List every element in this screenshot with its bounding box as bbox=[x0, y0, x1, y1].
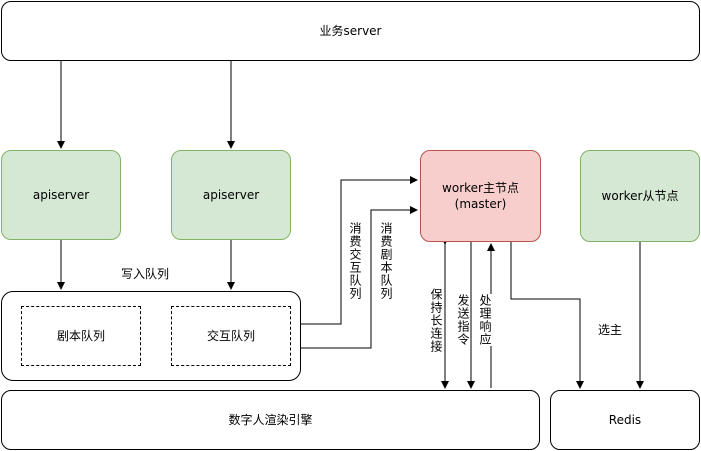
elect-master-label: 选主 bbox=[598, 322, 623, 338]
worker-master-label: worker主节点 bbox=[442, 181, 519, 195]
write-queue-label: 写入队列 bbox=[121, 266, 170, 282]
redis-label: Redis bbox=[608, 413, 642, 427]
script-queue-node[interactable]: 剧本队列 bbox=[21, 306, 141, 366]
worker-slave-label: worker从节点 bbox=[601, 189, 679, 203]
worker-master-sublabel: (master) bbox=[454, 197, 507, 211]
handle-response-label: 处理响应 bbox=[477, 294, 492, 346]
consume-interact-label: 消费交互队列 bbox=[347, 222, 362, 300]
interact-queue-label: 交互队列 bbox=[206, 329, 255, 343]
apiserver-1-label: apiserver bbox=[32, 188, 90, 202]
send-command-label: 发送指令 bbox=[455, 294, 470, 346]
biz-server-node[interactable]: 业务server bbox=[1, 1, 700, 61]
worker-master-node[interactable]: worker主节点 (master) bbox=[420, 150, 541, 242]
queue-container[interactable] bbox=[1, 291, 301, 381]
edge-consume-script bbox=[301, 206, 418, 349]
render-engine-label: 数字人渲染引擎 bbox=[228, 413, 313, 427]
edge-consume-interact bbox=[301, 176, 418, 325]
keep-connection-label: 保持长连接 bbox=[428, 288, 443, 353]
render-engine-node[interactable]: 数字人渲染引擎 bbox=[1, 390, 540, 450]
consume-script-label: 消费剧本队列 bbox=[378, 222, 393, 300]
script-queue-label: 剧本队列 bbox=[56, 329, 105, 343]
apiserver-2-label: apiserver bbox=[202, 188, 260, 202]
redis-node[interactable]: Redis bbox=[550, 390, 700, 450]
biz-server-label: 业务server bbox=[319, 24, 382, 38]
interact-queue-node[interactable]: 交互队列 bbox=[171, 306, 291, 366]
apiserver-node-1[interactable]: apiserver bbox=[1, 150, 121, 240]
worker-slave-node[interactable]: worker从节点 bbox=[580, 150, 700, 242]
edge-master-to-redis bbox=[510, 242, 584, 389]
apiserver-node-2[interactable]: apiserver bbox=[171, 150, 291, 240]
